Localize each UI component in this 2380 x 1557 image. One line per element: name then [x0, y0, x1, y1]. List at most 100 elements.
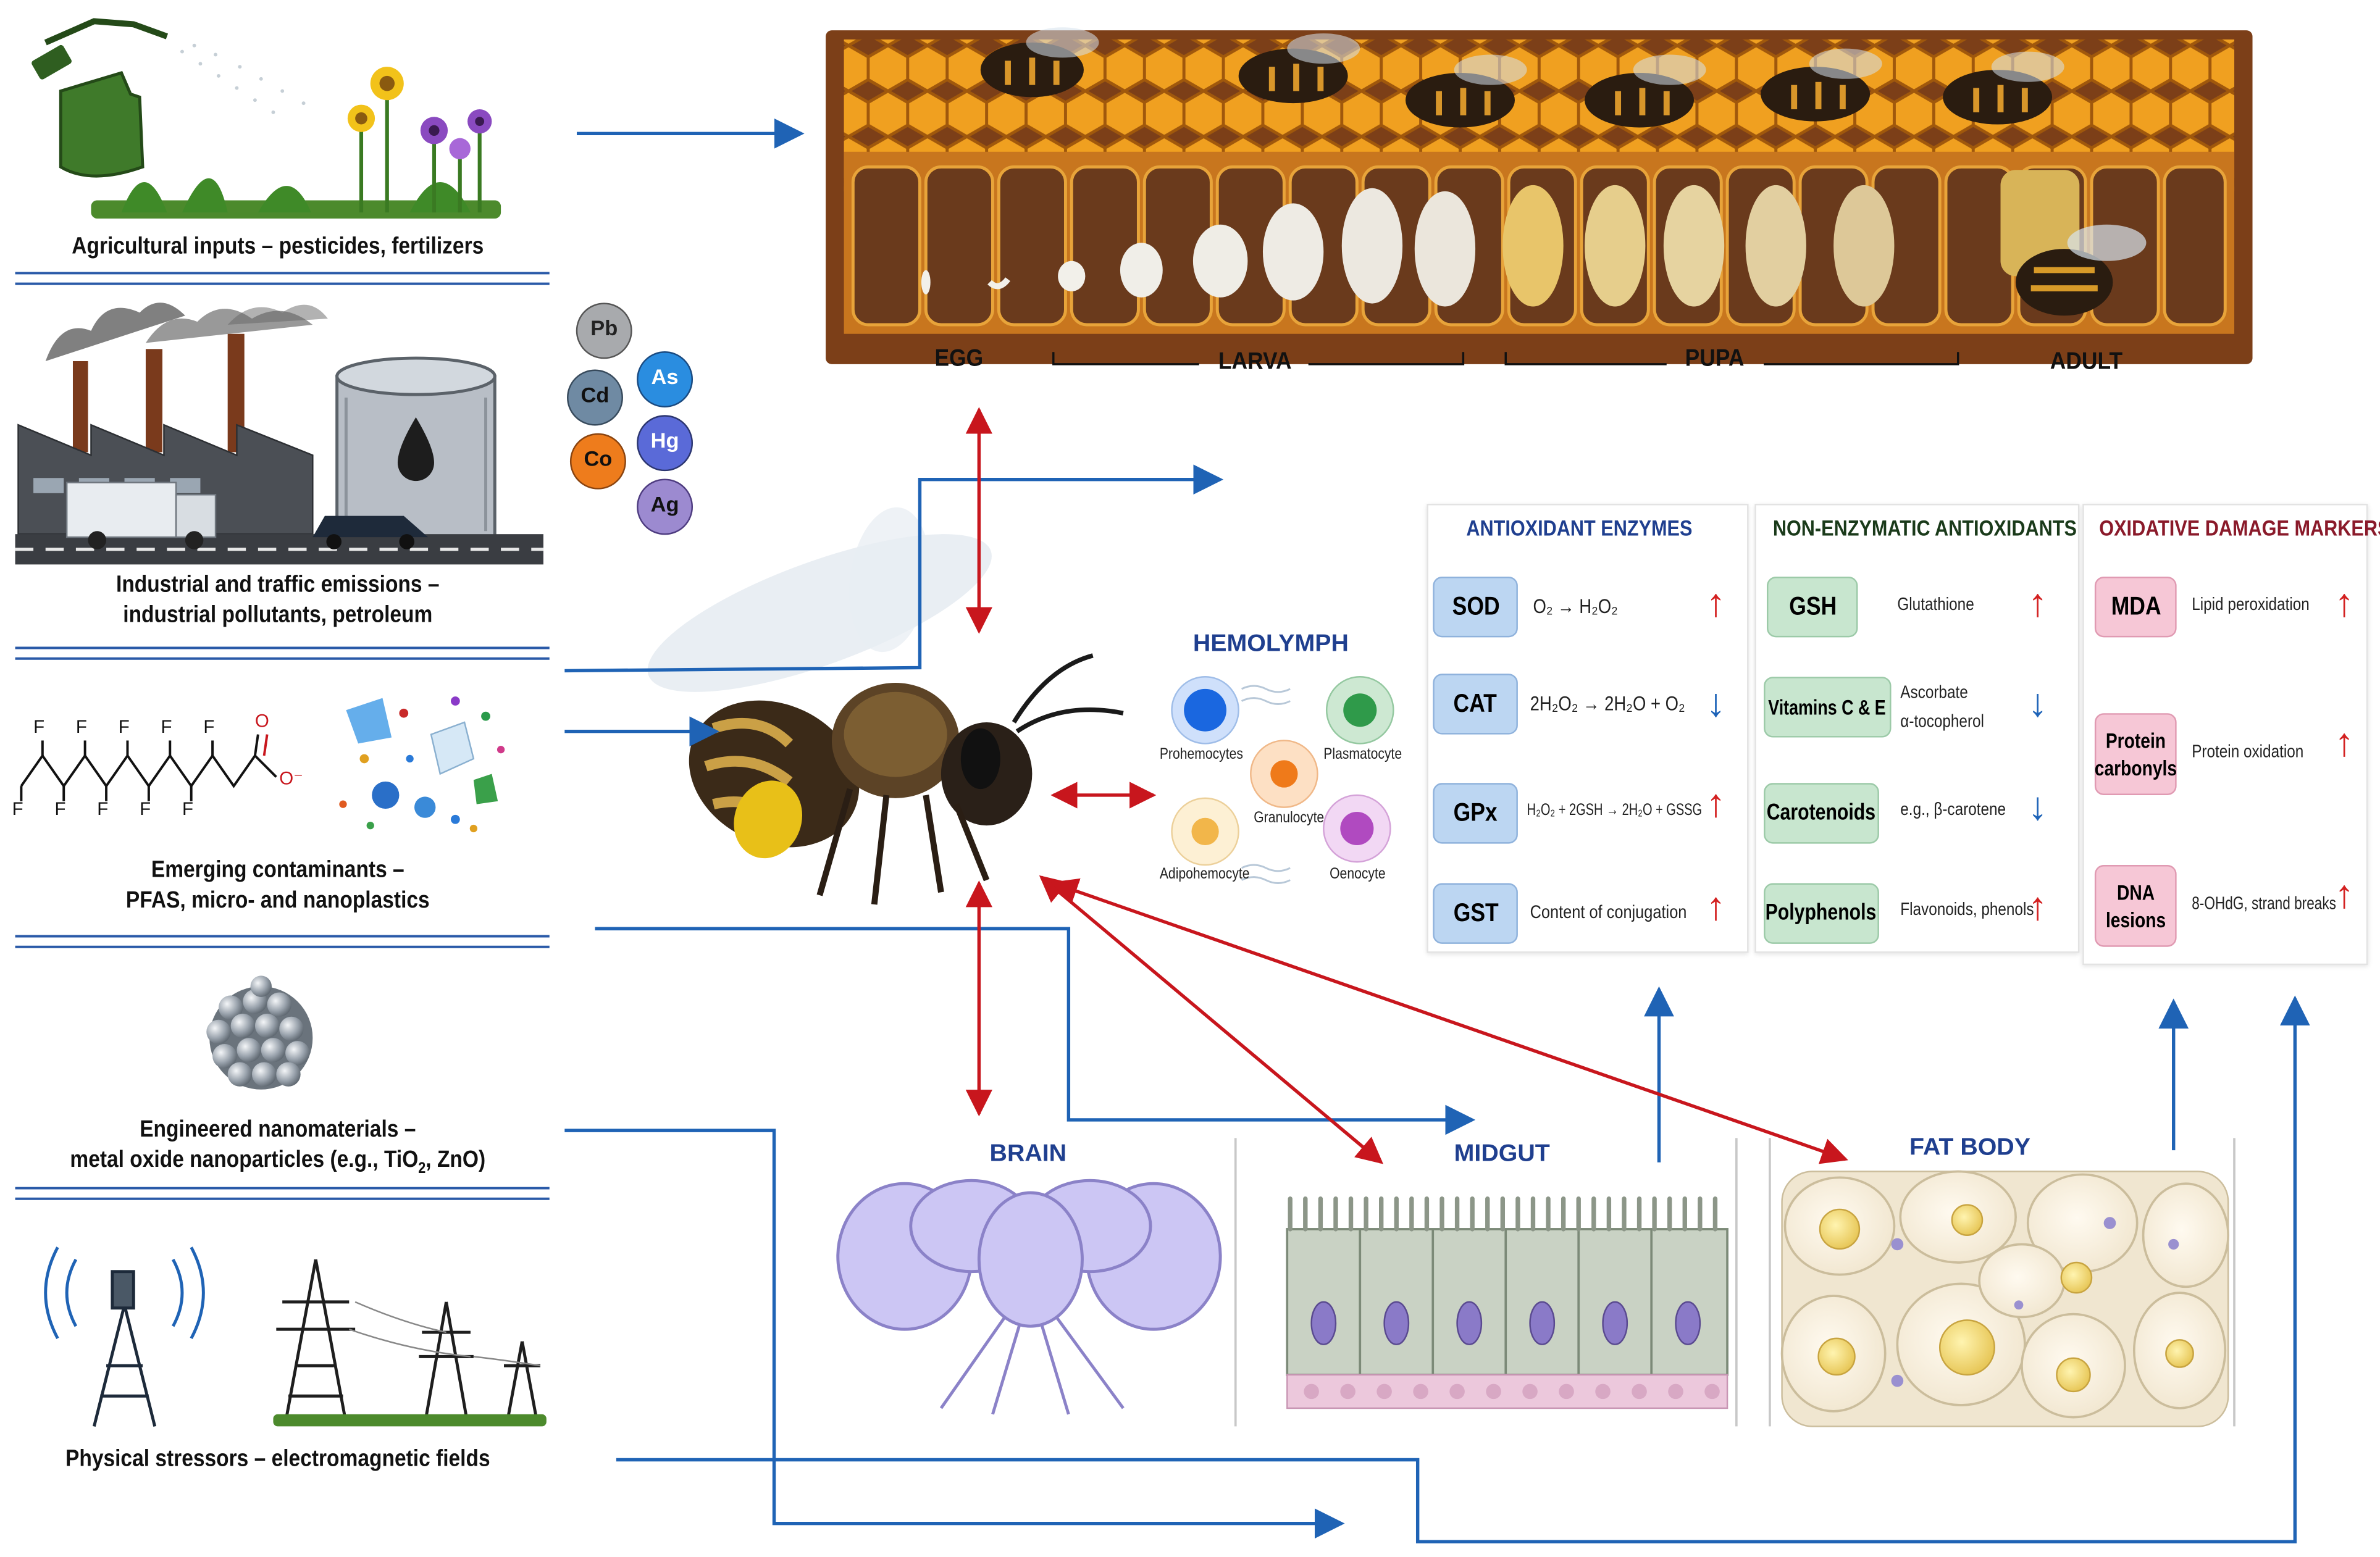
metal-co: Co — [584, 446, 613, 470]
midgut-title: MIDGUT — [1454, 1141, 1550, 1167]
arrow-up-icon: ↑ — [2027, 883, 2048, 929]
antioxidant-carotenoids: Carotenoids — [1764, 783, 1879, 844]
marker-protein-desc: Protein oxidation — [2192, 743, 2304, 762]
metal-ag: Ag — [650, 491, 679, 516]
metal-as: As — [651, 364, 679, 389]
fat-body-title: FAT BODY — [1909, 1135, 2030, 1161]
cell-prohemocytes: Prohemocytes — [1159, 746, 1243, 764]
enzyme-gpx: GPx — [1433, 783, 1518, 844]
antioxidant-vitamins-label: Vitamins C & E — [1769, 695, 1887, 720]
atom-o-anion: O⁻ — [279, 767, 303, 790]
cell-oenocyte: Oenocyte — [1330, 866, 1386, 883]
enzymes-title: ANTIOXIDANT ENZYMES — [1466, 517, 1693, 542]
pfas-molecule-icon — [20, 734, 277, 801]
honeycomb-lifecycle — [826, 27, 2253, 364]
damage-title: OXIDATIVE DAMAGE MARKERS — [2099, 517, 2380, 542]
enzyme-sod-reaction: O₂ → H₂O₂ — [1533, 595, 1618, 618]
enzyme-sod: SOD — [1433, 577, 1518, 638]
plants-icon — [91, 67, 501, 219]
atom-o: O — [254, 710, 269, 732]
cell-plasmatocyte: Plasmatocyte — [1323, 746, 1402, 764]
adult-bee-emerging — [2016, 224, 2147, 316]
antioxidant-gsh: GSH — [1766, 577, 1858, 638]
enzyme-cat-reaction: 2H₂O₂ → 2H₂O + O₂ — [1530, 691, 1685, 715]
enzyme-cat: CAT — [1433, 674, 1518, 735]
atom-f: F — [75, 716, 87, 738]
oil-tank-icon — [335, 356, 497, 542]
enzyme-gst-desc: Content of conjugation — [1530, 901, 1687, 923]
cell-adipohemocyte: Adipohemocyte — [1159, 866, 1250, 883]
cell-granulocyte: Granulocyte — [1254, 810, 1325, 827]
antioxidant-polyphenols-desc: Flavonoids, phenols — [1900, 901, 2034, 920]
atom-f: F — [97, 798, 109, 820]
antioxidant-vitamins: Vitamins C & E — [1764, 677, 1892, 738]
enzyme-gst-label: GST — [1452, 898, 1498, 927]
marker-mda: MDA — [2094, 577, 2177, 638]
enzyme-gst: GST — [1433, 883, 1518, 944]
atom-f: F — [140, 798, 151, 820]
heavy-metal-circles — [567, 303, 693, 535]
emerging-caption: Emerging contaminants –PFAS, micro- and … — [125, 857, 430, 914]
midgut-illustration — [1234, 1138, 1738, 1427]
spray-bottle-icon — [31, 18, 306, 178]
atom-f: F — [12, 798, 23, 820]
nonenzymatic-title: NON-ENZYMATIC ANTIOXIDANTS — [1772, 517, 2077, 542]
section-dividers — [15, 272, 550, 1200]
antioxidant-polyphenols: Polyphenols — [1764, 883, 1879, 944]
lifecycle-brackets — [1052, 352, 1959, 365]
microplastic-particles-icon — [339, 696, 505, 833]
physical-caption: Physical stressors – electromagnetic fie… — [65, 1446, 490, 1472]
nanoparticle-cluster-icon — [206, 975, 313, 1090]
stage-pupa: PUPA — [1685, 346, 1745, 372]
honeybee-illustration — [647, 507, 1124, 905]
marker-dna-desc: 8-OHdG, strand breaks — [2192, 895, 2336, 914]
enzyme-gpx-reaction: H₂O₂ + 2GSH → 2H₂O + GSSG — [1527, 801, 1703, 820]
arrow-up-icon: ↑ — [2334, 870, 2355, 917]
arrow-up-icon: ↑ — [1706, 579, 1726, 625]
brain-title: BRAIN — [989, 1141, 1067, 1167]
nano-caption: Engineered nanomaterials – metal oxide n… — [70, 1117, 486, 1178]
arrow-down-icon: ↓ — [1706, 680, 1726, 725]
atom-f: F — [161, 716, 172, 738]
atom-f: F — [54, 798, 66, 820]
stage-adult: ADULT — [2050, 349, 2123, 375]
antioxidant-carotenoids-label: Carotenoids — [1767, 799, 1876, 826]
arrow-up-icon: ↑ — [2334, 719, 2355, 765]
marker-mda-label: MDA — [2110, 591, 2161, 621]
atom-f: F — [203, 716, 215, 738]
enzyme-cat-label: CAT — [1453, 688, 1498, 718]
industrial-caption: Industrial and traffic emissions –indust… — [116, 572, 440, 628]
metal-pb: Pb — [590, 315, 618, 340]
stage-larva: LARVA — [1218, 349, 1292, 375]
atom-f: F — [118, 716, 130, 738]
fat-body-illustration — [1769, 1138, 2235, 1427]
power-pylons-icon — [276, 1259, 541, 1424]
arrow-up-icon: ↑ — [1706, 780, 1726, 826]
metal-hg: Hg — [650, 428, 679, 453]
antioxidant-gsh-label: GSH — [1788, 591, 1837, 621]
enzyme-gpx-label: GPx — [1453, 798, 1498, 827]
marker-mda-desc: Lipid peroxidation — [2192, 596, 2310, 615]
stage-egg: EGG — [934, 346, 984, 372]
red-interaction-arrows — [965, 407, 1848, 1164]
antioxidant-polyphenols-label: Polyphenols — [1766, 900, 1877, 926]
hemolymph-cells — [1171, 675, 1394, 884]
antenna-icon — [44, 1246, 205, 1427]
antioxidant-carotenoids-desc: e.g., β-carotene — [1900, 801, 2006, 820]
arrow-up-icon: ↑ — [2334, 579, 2355, 625]
arrow-down-icon: ↓ — [2027, 680, 2048, 725]
hemolymph-title: HEMOLYMPH — [1192, 631, 1349, 657]
arrow-up-icon: ↑ — [2027, 579, 2048, 625]
atom-f: F — [182, 798, 193, 820]
arrow-down-icon: ↓ — [2027, 783, 2048, 829]
road-and-vehicles-icon — [15, 482, 543, 565]
brain-illustration — [836, 1179, 1222, 1415]
metal-cd: Cd — [580, 382, 610, 407]
atom-f: F — [33, 716, 45, 738]
